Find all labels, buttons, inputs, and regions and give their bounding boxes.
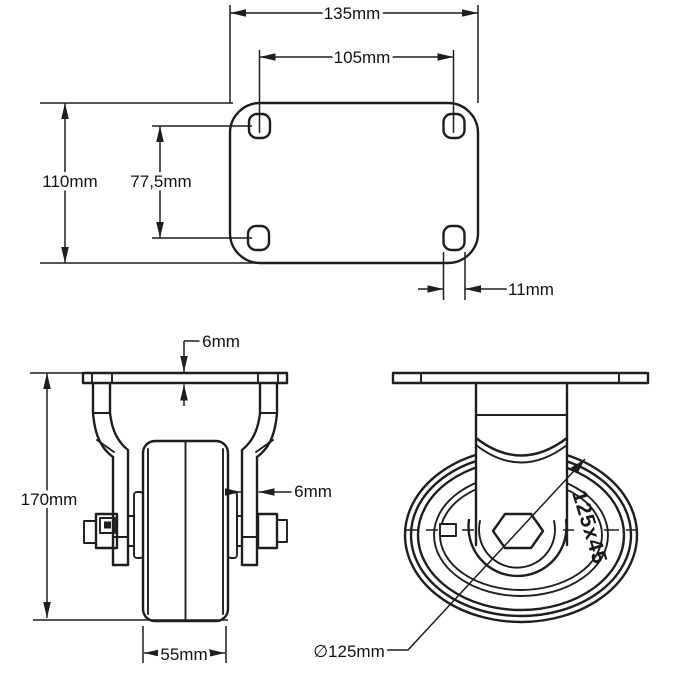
leg-bend-line: [96, 439, 115, 453]
dim-label-fork-thickness: 6mm: [294, 482, 332, 501]
hub-outer-circle: [467, 518, 568, 578]
dim-wheel-diameter: ∅125mm: [310, 458, 586, 665]
hub-key-notch: [439, 523, 457, 537]
fork-yoke-arc: [474, 436, 569, 457]
dim-label-bolt-spacing-depth: 77,5mm: [130, 172, 191, 191]
top-view-mounting-plate: 135mm 105mm 110mm 77,5mm 11mm: [39, 1, 558, 303]
dim-label-bolt-spacing-width: 105mm: [334, 48, 391, 67]
dim-slot-width: 11mm: [418, 252, 557, 303]
axle-sleeve-right: [236, 515, 243, 547]
dim-bolt-spacing-depth: 77,5mm: [127, 125, 252, 239]
dim-label-wheel-width: 55mm: [160, 645, 207, 664]
axle-nut-right: [256, 512, 279, 550]
dim-wheel-width: 55mm: [142, 626, 227, 668]
axle-assembly: [83, 491, 288, 559]
front-wheel: [141, 439, 230, 623]
front-view-caster: 6mm 170mm 6mm 55mm: [17, 329, 335, 668]
axle-sleeve-left: [127, 515, 135, 547]
leader-arrowhead: [570, 459, 585, 474]
dim-plate-thickness: 6mm: [180, 329, 243, 406]
leg-bend-line: [255, 439, 274, 453]
hub-boss-left: [133, 491, 144, 559]
dim-label-overall-depth: 110mm: [42, 172, 97, 191]
leader-line: [387, 458, 586, 651]
wheel-size-marking: 125x45: [567, 488, 611, 567]
hub-inner-circle: [478, 520, 556, 569]
axle-washer-right: [276, 519, 288, 543]
left-fork-leg: [91, 381, 130, 567]
axle-bolt-face: [99, 517, 116, 534]
dim-label-plate-thickness: 6mm: [202, 332, 240, 351]
dim-overall-width: 135mm: [229, 1, 479, 103]
front-top-plate: [81, 371, 289, 385]
dim-bolt-spacing-width: 105mm: [258, 45, 455, 133]
side-view-caster: 125x45 ∅125mm: [310, 371, 650, 665]
right-fork-leg: [240, 381, 279, 567]
dim-label-total-height: 170mm: [21, 490, 78, 509]
side-top-plate: [391, 371, 650, 385]
dim-label-slot-width: 11mm: [508, 280, 554, 299]
mounting-slot-bottom-right: [442, 224, 466, 252]
axle-washer-left: [83, 520, 97, 544]
hub-boss-right: [227, 491, 238, 559]
dim-label-wheel-diameter: ∅125mm: [313, 642, 385, 661]
axle-bolt-center: [104, 521, 111, 529]
fork-yoke-arc: [475, 444, 568, 464]
dim-total-height: 170mm: [17, 372, 83, 618]
dim-label-overall-width: 135mm: [324, 4, 381, 23]
dim-overall-depth: 110mm: [39, 102, 262, 264]
dim-fork-thickness: 6mm: [225, 479, 335, 505]
mounting-plate-outline: [228, 101, 480, 265]
